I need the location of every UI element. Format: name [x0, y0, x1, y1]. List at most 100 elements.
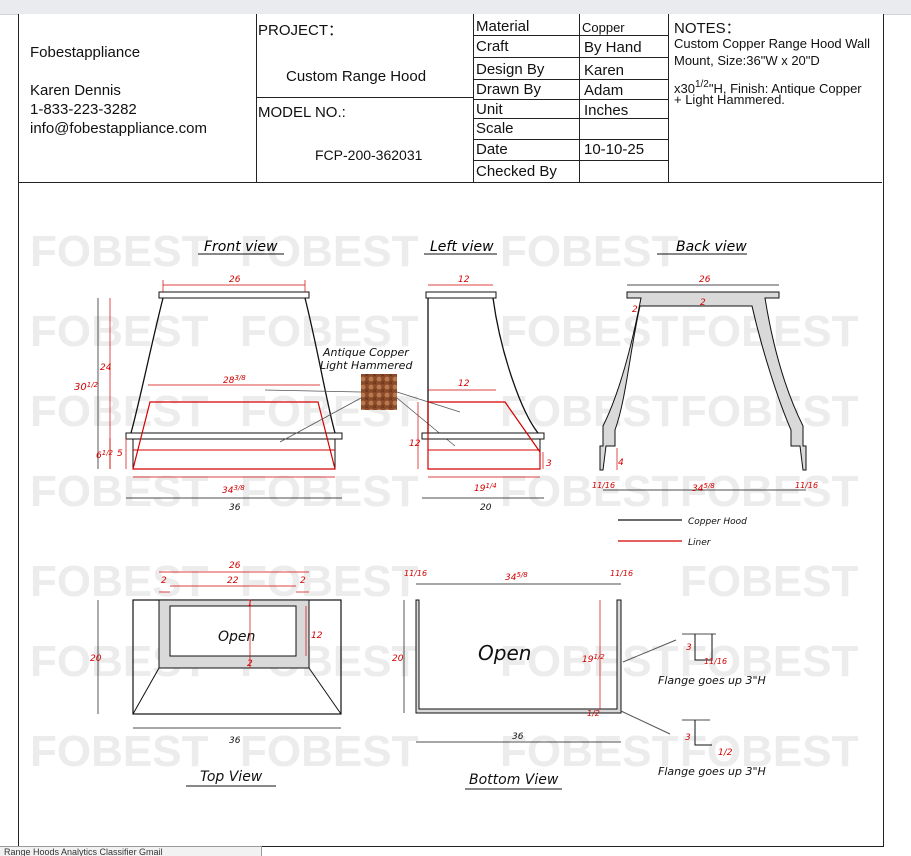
watermark: FOBEST: [680, 557, 859, 606]
dim-label: 12: [458, 275, 470, 285]
dim-label: 2: [247, 659, 253, 669]
spec-label: Unit: [476, 101, 503, 118]
company-name: Fobestappliance: [30, 44, 141, 61]
project-name: Custom Range Hood: [286, 68, 427, 85]
spec-row-line: [473, 160, 668, 161]
spec-value: By Hand: [584, 39, 642, 56]
spec-label: Scale: [476, 120, 514, 137]
title-divider: [579, 14, 580, 182]
notes-line: x301/2"H, Finish: Antique Copper: [674, 78, 862, 96]
flange-detail-1: 3 11/16 Flange goes up 3"H: [658, 633, 766, 687]
title-block: [18, 14, 882, 183]
notes-line: Custom Copper Range Hood Wall: [674, 36, 871, 51]
watermark: FOBEST: [30, 467, 209, 516]
dim-label: 11/16: [795, 481, 818, 490]
dim-label: 22: [227, 576, 239, 586]
spec-label: Checked By: [476, 163, 557, 180]
dim-label: 12: [311, 631, 323, 641]
watermark: FOBEST: [240, 307, 419, 356]
dim-label: 3: [686, 643, 692, 653]
spec-label: Date: [476, 141, 508, 158]
legend-liner-label: Liner: [688, 538, 712, 548]
legend: Copper Hood Liner: [618, 517, 747, 548]
watermark: FOBEST: [240, 557, 419, 606]
dim-label: 26: [229, 561, 241, 571]
spec-row-line: [473, 139, 668, 140]
dim-label: 26: [229, 275, 241, 285]
front-view: Front view 26 283/8 343/8 36 301/2 24 61…: [74, 239, 343, 513]
title-divider: [256, 14, 257, 182]
finish-callout: Antique Copper Light Hammered: [264, 346, 461, 447]
spec-value: Copper: [582, 20, 625, 35]
legend-copper-label: Copper Hood: [688, 517, 747, 527]
dim-label: 11/16: [610, 569, 633, 578]
open-label: Open: [478, 641, 531, 665]
dim-label: 12: [458, 379, 470, 389]
title-divider: [668, 14, 669, 182]
back-profile: [599, 291, 807, 471]
copper-swatch: [361, 374, 397, 410]
watermark: FOBEST: [500, 387, 679, 436]
watermark: FOBEST: [500, 307, 679, 356]
dim-label: 36: [512, 732, 524, 742]
watermark: FOBEST: [500, 227, 679, 276]
front-bottom: [132, 438, 336, 470]
dim-label: 1/2: [718, 748, 733, 758]
browser-tab-strip[interactable]: Range Hoods Analytics Classifier Gmail: [0, 846, 262, 856]
spec-label: Design By: [476, 61, 545, 78]
left-view-title: Left view: [430, 239, 494, 255]
spec-value: 10-10-25: [584, 141, 645, 158]
dim-label: 2: [161, 576, 167, 586]
dim-label: 2: [700, 298, 706, 308]
dim-label: 12: [409, 439, 421, 449]
dim-label: 301/2: [74, 381, 99, 393]
back-view-title: Back view: [676, 239, 747, 255]
front-hood-body: [130, 297, 336, 434]
model-label: MODEL NO.:: [258, 104, 346, 121]
dim-label: 3: [685, 733, 691, 743]
flange-note: Flange goes up 3"H: [658, 765, 766, 778]
watermark: FOBEST: [30, 557, 209, 606]
dim-label: 191/4: [474, 482, 497, 494]
notes-fraction: 1/2: [694, 79, 709, 90]
watermark: FOBEST: [680, 387, 859, 436]
dim-label: 343/8: [222, 484, 245, 496]
top-view: Open 26 22 2 2 1 12 2 20 36 Top View: [90, 561, 342, 787]
dim-label: 36: [229, 736, 241, 746]
dim-label: 3: [546, 459, 552, 469]
front-view-title: Front view: [204, 239, 278, 255]
bottom-view-title: Bottom View: [469, 772, 559, 788]
spec-row-line: [473, 79, 668, 80]
watermark: FOBEST: [240, 467, 419, 516]
spec-row-line: [473, 99, 668, 100]
spec-value: Karen: [584, 62, 625, 79]
top-view-title: Top View: [200, 769, 263, 785]
flange-detail-2: 3 1/2 Flange goes up 3"H: [658, 719, 766, 778]
back-view: Back view 26 2 2 4 11/16 11/16 345/8: [592, 239, 818, 494]
spec-label: Material: [476, 18, 530, 35]
dim-label: 4: [618, 458, 624, 468]
bottom-view: Open 11/16 345/8 11/16 20 191/2 1/2 36 B…: [392, 569, 677, 790]
contact-email: info@fobestappliance.com: [30, 120, 207, 137]
dim-label: 5: [117, 449, 123, 459]
watermark: FOBEST: [500, 637, 679, 686]
flange-note: Flange goes up 3"H: [658, 674, 766, 687]
dim-label: 20: [392, 654, 404, 664]
project-label: PROJECT：: [258, 22, 344, 39]
dim-label: 36: [229, 503, 241, 513]
front-band: [125, 432, 343, 440]
dim-label: 11/16: [404, 569, 427, 578]
contact-name: Karen Dennis: [30, 82, 121, 99]
watermark: FOBEST: [30, 227, 209, 276]
contact-phone: 1-833-223-3282: [30, 101, 137, 118]
finish-label: Light Hammered: [320, 359, 413, 372]
dim-label: 1/2: [587, 709, 600, 718]
watermark: FOBEST: [500, 727, 679, 776]
dim-label: 345/8: [505, 571, 528, 583]
watermark: FOBEST: [240, 227, 419, 276]
dim-label: 61/2: [96, 449, 114, 461]
watermark-group: FOBEST FOBEST FOBEST FOBEST FOBEST FOBES…: [30, 227, 859, 776]
dim-label: 11/16: [704, 657, 727, 666]
notes-fragment: Antique Copper: [771, 81, 862, 96]
